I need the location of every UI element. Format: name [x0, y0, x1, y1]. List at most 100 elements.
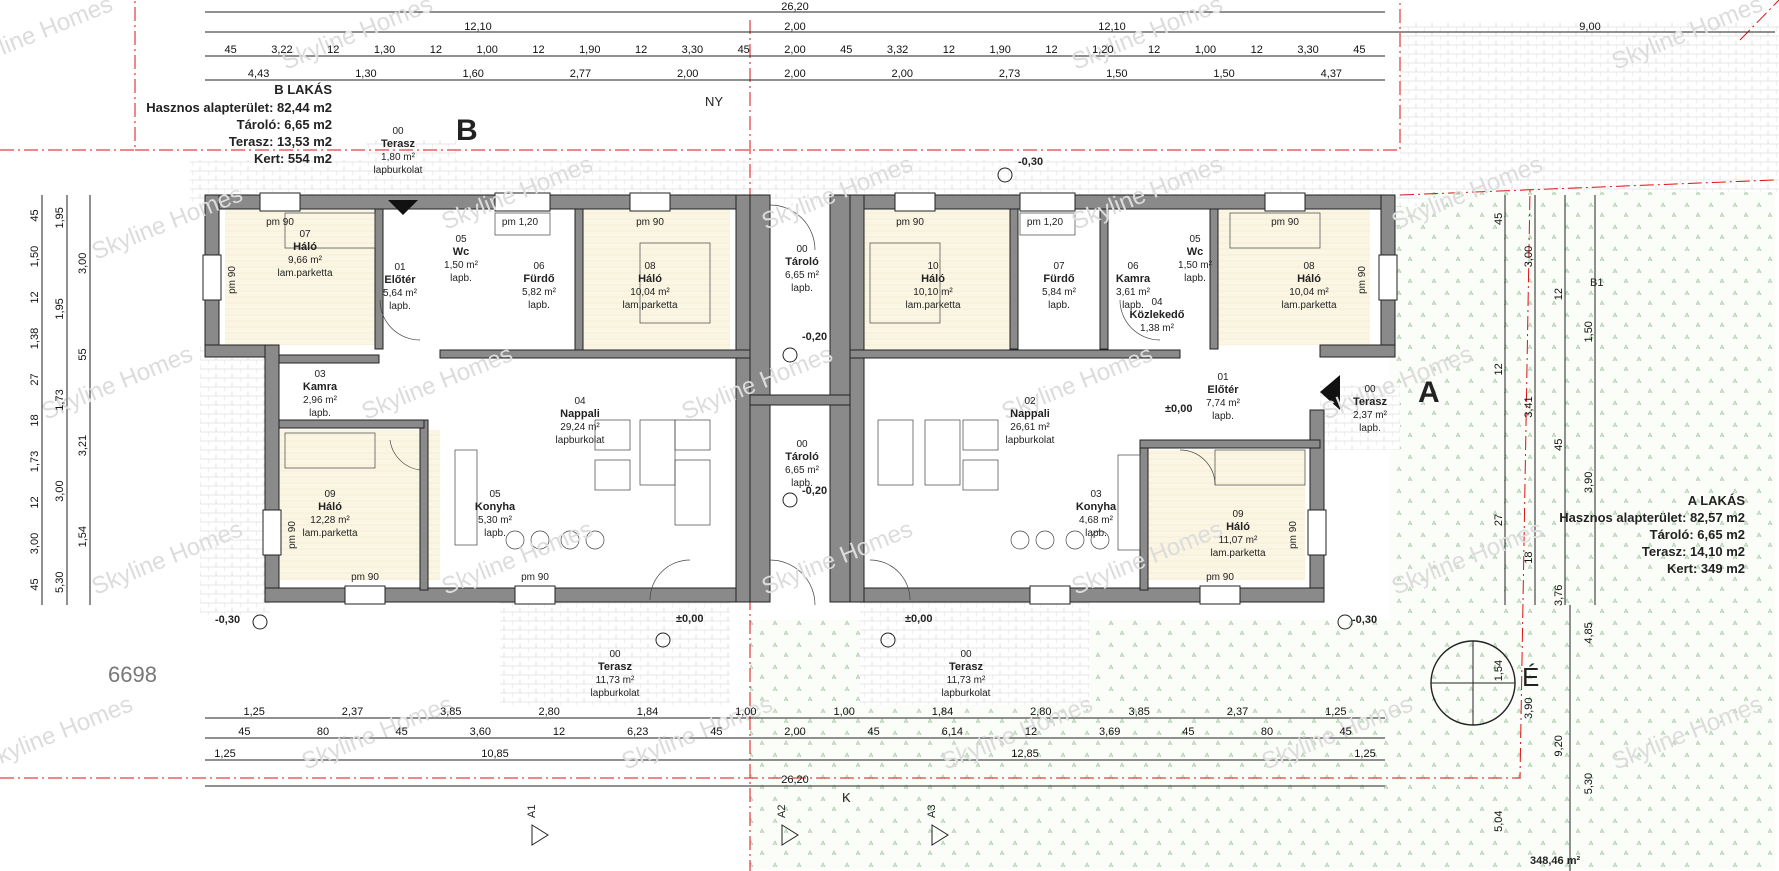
- dimension-label: 3,22: [271, 44, 292, 56]
- dimension-label: 1,95: [54, 298, 66, 319]
- room-floor-finish: lam.parketta: [302, 528, 357, 539]
- window-label: pm 90: [1288, 521, 1299, 549]
- dimension-label: 9,20: [1553, 735, 1565, 756]
- terrace-a-surface: [860, 600, 1090, 705]
- room-floor-finish: lam.parketta: [905, 300, 960, 311]
- plot-boundary-corner: [1739, 0, 1779, 41]
- window-label: pm 90: [227, 266, 238, 294]
- room-floor-finish: lapb.: [1184, 273, 1206, 284]
- window-label: pm 90: [1271, 217, 1299, 228]
- window-label: pm 90: [351, 572, 379, 583]
- room-number: 00: [392, 126, 404, 137]
- room-number: 04: [574, 396, 586, 407]
- room-name: Konyha: [1076, 501, 1117, 513]
- room-number: 00: [796, 439, 808, 450]
- room-floor-finish: lam.parketta: [622, 300, 677, 311]
- dimension-label: 12: [1493, 363, 1505, 375]
- room-name: Háló: [1226, 521, 1250, 533]
- room-floor-finish: lapb.: [1359, 423, 1381, 434]
- apartment-a-storage-area: Tároló: 6,65 m2: [1650, 527, 1745, 542]
- dimension-label: 45: [1353, 44, 1365, 56]
- dimension-label: 12: [635, 44, 647, 56]
- room-name: Terasz: [1353, 396, 1388, 408]
- dimension-label: 1,00: [833, 706, 854, 718]
- room-area: 9,66 m²: [288, 255, 323, 266]
- dimension-label: 9,00: [1579, 21, 1600, 33]
- plot-boundary-bottom: [0, 189, 1531, 779]
- room-area: 12,28 m²: [310, 515, 350, 526]
- room-area: 29,24 m²: [560, 422, 600, 433]
- section-cut-a3: A3: [926, 805, 938, 818]
- north-compass: [1430, 640, 1516, 726]
- dimension-label: 1,54: [1493, 660, 1505, 681]
- dimension-label: 45: [710, 726, 722, 738]
- room-name: Nappali: [1010, 408, 1050, 420]
- room-name: Kamra: [303, 381, 338, 393]
- dimension-label: 3,30: [1297, 44, 1318, 56]
- watermark-text: Skyline Homes: [88, 181, 247, 266]
- window-label: pm 90: [521, 572, 549, 583]
- room-number: 00: [796, 244, 808, 255]
- dimension-label: 4,43: [248, 68, 269, 80]
- room-floor-finish: lapb.: [484, 528, 506, 539]
- room-number: 01: [394, 262, 406, 273]
- room-area: 11,73 m²: [596, 675, 635, 686]
- room-floor-finish: lam.parketta: [1210, 548, 1265, 559]
- section-arrows: [388, 200, 1340, 846]
- plot-number: 6698: [108, 662, 157, 687]
- dimension-label: 45: [738, 44, 750, 56]
- dimension-label: 3,90: [1583, 472, 1595, 493]
- terrace-b-entry-surface: [366, 140, 456, 205]
- apartment-b-garden-area: Kert: 554 m2: [254, 151, 332, 166]
- dimension-label: 3,00: [1523, 246, 1535, 267]
- room-name: Terasz: [598, 661, 633, 673]
- dimension-lines: [41, 11, 1775, 871]
- dimension-label: 3,85: [1128, 706, 1149, 718]
- dimension-label: 18: [1523, 552, 1535, 564]
- dimension-label: 12: [943, 44, 955, 56]
- dimension-label: 3,00: [77, 253, 89, 274]
- dimension-label: 45: [225, 44, 237, 56]
- watermark-text: Skyline Homes: [0, 691, 136, 776]
- dimension-label: 6,23: [627, 726, 648, 738]
- room-name: Konyha: [475, 501, 516, 513]
- dimension-label: 1,50: [1106, 68, 1127, 80]
- dimension-label: 1,60: [462, 68, 483, 80]
- room-name: Wc: [1187, 246, 1204, 258]
- dimension-label: 1,54: [77, 526, 89, 547]
- dimension-label: 1,84: [637, 706, 658, 718]
- dimension-label: 12,85: [1011, 748, 1039, 760]
- dimension-label: 45: [1553, 439, 1565, 451]
- dimension-label: 1,30: [355, 68, 376, 80]
- apartment-a-summary: A LAKÁS Hasznos alapterület: 82,57 m2 Tá…: [1559, 493, 1745, 576]
- room-area: 7,74 m²: [1206, 398, 1241, 409]
- room-floor-finish: lapb.: [1085, 528, 1107, 539]
- plot-boundary-left: [0, 0, 136, 151]
- room-number: 08: [644, 261, 656, 272]
- window-label: pm 90: [266, 217, 294, 228]
- k-marker: K: [842, 790, 851, 805]
- room-floor-finish: lapburkolat: [942, 688, 991, 699]
- room-floor-finish: lapburkolat: [556, 435, 605, 446]
- room-number: 07: [1053, 261, 1065, 272]
- dimension-label: 10,85: [481, 748, 509, 760]
- watermark-text: Skyline Homes: [358, 341, 517, 426]
- room-name: Háló: [638, 273, 662, 285]
- dimension-label: 1,50: [1583, 321, 1595, 342]
- dimension-label: 45: [29, 209, 41, 221]
- section-cut-a1: A1: [526, 805, 538, 818]
- room-area: 5,82 m²: [522, 287, 557, 298]
- dimension-label: 1,38: [29, 328, 41, 349]
- dimension-label: 1,50: [1213, 68, 1234, 80]
- room-floor-finish: lapb.: [1048, 300, 1070, 311]
- room-area: 1,80 m²: [381, 152, 416, 163]
- dimension-label: 3,41: [1523, 396, 1535, 417]
- room-floor-finish: lapb.: [1122, 300, 1144, 311]
- room-number: 06: [533, 261, 545, 272]
- dimension-label: 3,00: [29, 533, 41, 554]
- dimension-label: 55: [77, 348, 89, 360]
- dimension-label: 4,85: [1583, 622, 1595, 643]
- terrace-b-surface: [500, 600, 730, 705]
- room-area: 1,50 m²: [1178, 260, 1213, 271]
